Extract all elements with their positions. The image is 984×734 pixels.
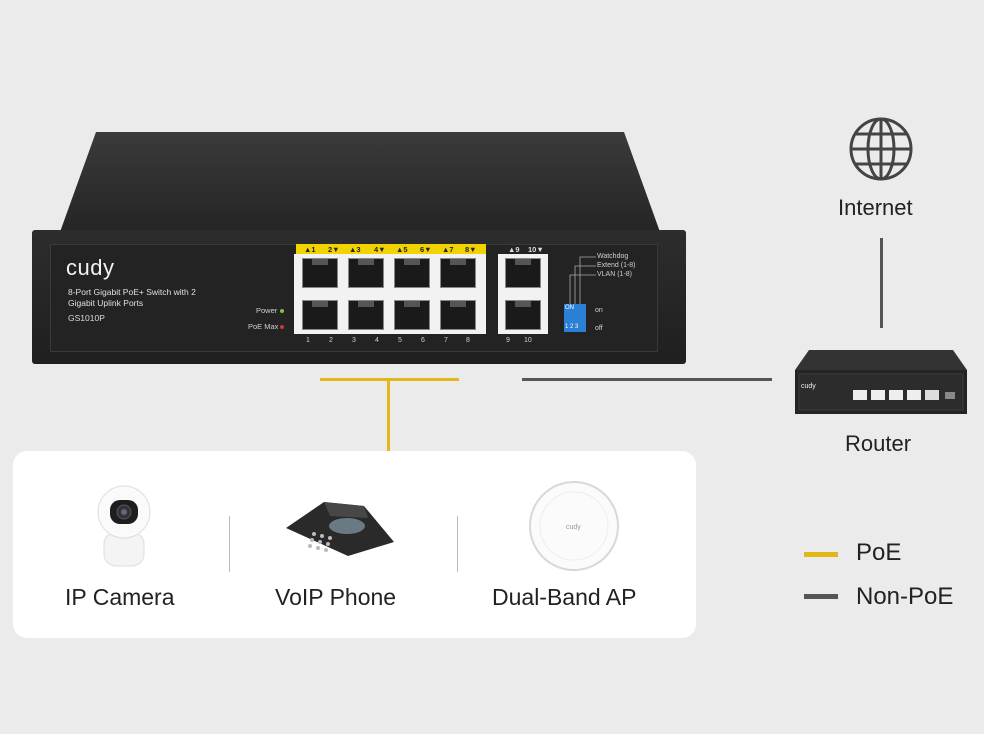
port-number: 4: [375, 337, 379, 344]
legend-swatch-poe: [804, 552, 838, 557]
dip-off-state: off: [595, 325, 603, 332]
switch-brand-logo: cudy: [66, 255, 115, 280]
dip-on-state: on: [595, 307, 603, 314]
switch-top-panel: [60, 132, 660, 232]
device-divider: [457, 516, 458, 572]
port-number: 7: [444, 337, 448, 344]
port-label: ▲7: [442, 245, 454, 254]
globe-icon: [849, 117, 913, 181]
legend-label-non-poe: Non-PoE: [856, 583, 954, 610]
dip-label-vlan: VLAN (1-8): [597, 271, 633, 278]
port-label: 6▼: [420, 245, 432, 254]
port-label: 4▼: [374, 245, 386, 254]
port-number: 8: [466, 337, 470, 344]
ethernet-port: [348, 258, 384, 288]
port-label: 2▼: [328, 245, 340, 254]
non-poe-line-to-internet: [880, 238, 883, 328]
port-number: 10: [524, 337, 532, 344]
dip-label-watchdog: Watchdog: [597, 253, 629, 260]
port-number: 3: [352, 337, 356, 344]
port-label: 10▼: [528, 245, 544, 254]
ethernet-port: [440, 300, 476, 330]
device-label-dual-band-ap: Dual-Band AP: [492, 584, 637, 610]
dip-switch: [564, 304, 586, 332]
switch-description: 8-Port Gigabit PoE+ Switch with 2 Gigabi…: [68, 287, 196, 308]
access-point-icon: cudy: [529, 481, 619, 571]
dip-num-text: 1 2 3: [565, 324, 579, 330]
port-label: ▲1: [304, 245, 316, 254]
voip-phone-icon: [286, 502, 394, 556]
port-label: ▲9: [508, 245, 520, 254]
port-label: ▲3: [349, 245, 361, 254]
router-image: cudy: [795, 350, 967, 414]
ethernet-port: [302, 258, 338, 288]
device-label-ip-camera: IP Camera: [65, 584, 175, 610]
uplink-port: [505, 258, 541, 288]
legend-label-poe: PoE: [856, 539, 902, 566]
port-number: 5: [398, 337, 402, 344]
port-number: 9: [506, 337, 510, 344]
svg-text:cudy: cudy: [801, 383, 816, 390]
ethernet-port: [394, 300, 430, 330]
router-label: Router: [845, 431, 912, 456]
dip-leader-lines: [569, 256, 596, 304]
power-led: [280, 309, 284, 313]
poe-max-led: [280, 325, 284, 329]
port-number: 1: [306, 337, 310, 344]
device-divider: [229, 516, 230, 572]
port-label: ▲5: [396, 245, 408, 254]
uplink-port: [505, 300, 541, 330]
dip-label-extend: Extend (1-8): [597, 262, 636, 269]
led-poe-max-label: PoE Max: [248, 322, 279, 331]
non-poe-line-to-router: [522, 378, 772, 381]
ethernet-port: [394, 258, 430, 288]
port-number: 2: [329, 337, 333, 344]
internet-label: Internet: [838, 195, 913, 220]
dip-on-text: ON: [565, 305, 574, 311]
port-label: 8▼: [465, 245, 477, 254]
ip-camera-icon: [97, 485, 151, 567]
device-label-voip-phone: VoIP Phone: [275, 584, 397, 610]
led-power-label: Power: [256, 306, 278, 315]
ethernet-port: [440, 258, 476, 288]
legend-swatch-non-poe: [804, 594, 838, 599]
switch-model: GS1010P: [68, 313, 105, 323]
poe-port-bar: [296, 244, 486, 254]
port-number: 6: [421, 337, 425, 344]
ethernet-port: [348, 300, 384, 330]
ethernet-port: [302, 300, 338, 330]
svg-text:cudy: cudy: [566, 524, 581, 531]
poe-line-vertical: [387, 378, 390, 451]
